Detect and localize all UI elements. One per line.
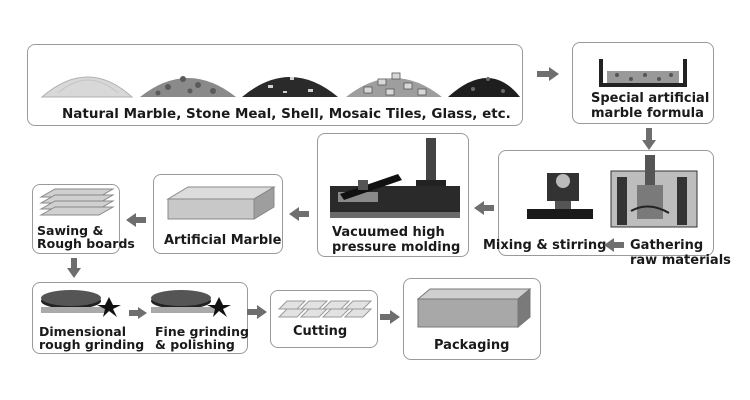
arrow-artificial-to-sawing	[126, 213, 146, 227]
formula-tray-illustration	[599, 59, 687, 87]
cutting-box: Cutting	[270, 290, 378, 348]
arrow-gathering-to-mixing	[604, 238, 624, 252]
gathering-label-line2: raw materials	[630, 253, 731, 268]
arrow-dimensional-to-fine	[129, 307, 147, 319]
raw-materials-box: Natural Marble, Stone Meal, Shell, Mosai…	[27, 44, 523, 126]
sawing-label-line1: Sawing &	[37, 223, 104, 238]
stacked-boards-illustration	[39, 188, 115, 216]
molding-label-line2: pressure molding	[332, 240, 461, 255]
cut-tiles-illustration	[277, 300, 373, 318]
fine-grinding-label-line2: & polishing	[155, 337, 235, 352]
arrow-molding-to-artificial	[289, 207, 309, 221]
molding-box: Vacuumed high pressure molding	[317, 133, 469, 257]
sawing-box: Sawing & Rough boards	[32, 184, 135, 254]
arrow-grinding-to-cutting	[247, 305, 267, 319]
cutting-label: Cutting	[293, 324, 348, 339]
dimensional-label-line2: rough grinding	[39, 337, 145, 352]
package-crate-illustration	[416, 287, 532, 329]
formula-label-line1: Special artificial	[591, 91, 710, 106]
formula-box: Special artificial marble formula	[572, 42, 714, 124]
sawing-label-line2: Rough boards	[37, 236, 135, 251]
artificial-marble-label: Artificial Marble	[164, 233, 282, 248]
mixing-gathering-box: Mixing & stirring	[483, 150, 714, 256]
grinding-discs-illustration	[41, 290, 231, 317]
arrow-sawing-to-grinding	[67, 258, 81, 278]
press-machine-illustration	[330, 138, 460, 218]
dimensional-label-line1: Dimensional	[39, 324, 126, 339]
packaging-box: Packaging	[403, 278, 541, 360]
packaging-label: Packaging	[434, 338, 510, 353]
molding-label-line1: Vacuumed high	[332, 225, 445, 240]
arrow-materials-to-formula	[537, 67, 559, 81]
arrow-cutting-to-packaging	[380, 310, 400, 324]
raw-materials-piles-illustration	[40, 72, 520, 98]
raw-materials-label: Natural Marble, Stone Meal, Shell, Mosai…	[62, 106, 511, 122]
mixing-label: Mixing & stirring	[483, 238, 607, 253]
formula-label-line2: marble formula	[591, 106, 704, 121]
mixer-machines-illustration	[527, 155, 698, 228]
arrow-formula-to-gathering	[642, 128, 656, 150]
artificial-marble-box: Artificial Marble	[153, 174, 283, 254]
grinding-box: Dimensional rough grinding Fine grinding…	[32, 282, 249, 354]
marble-slab-illustration	[166, 186, 276, 220]
gathering-label-line1: Gathering	[630, 238, 704, 253]
fine-grinding-label-line1: Fine grinding	[155, 324, 249, 339]
arrow-mixing-to-molding	[474, 201, 494, 215]
